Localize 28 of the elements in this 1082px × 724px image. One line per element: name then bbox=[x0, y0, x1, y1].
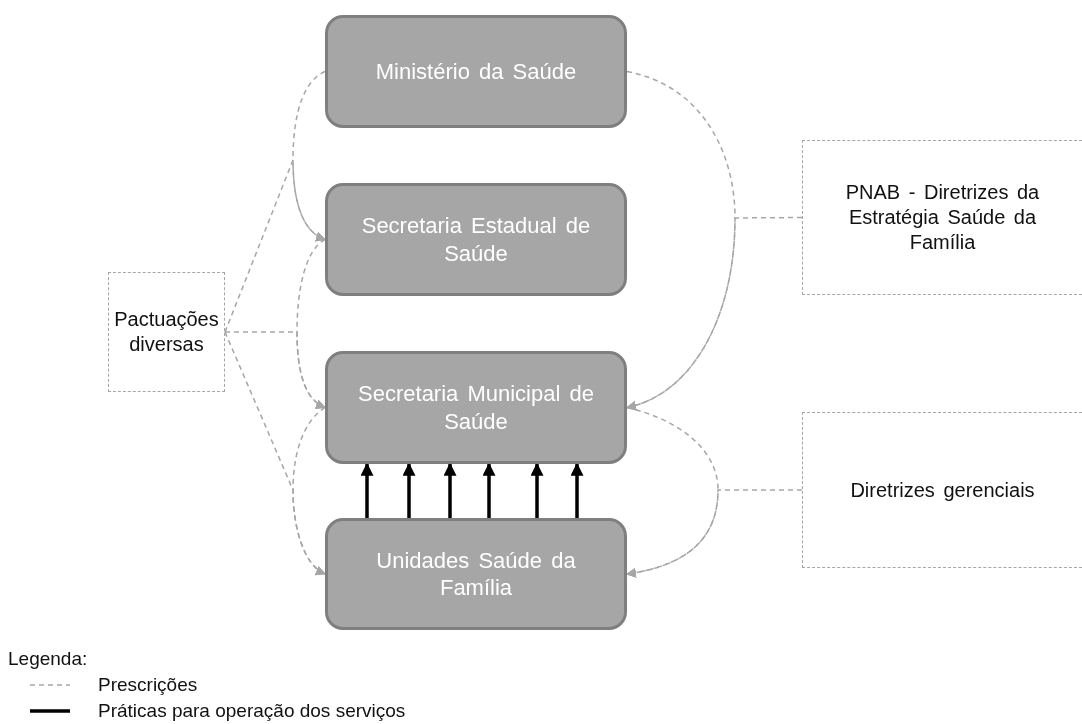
arrow bbox=[224, 331, 326, 409]
node-text: Diretrizes gerenciais bbox=[850, 477, 1035, 503]
organization-box bbox=[325, 183, 627, 296]
note-box bbox=[802, 412, 1082, 568]
node-text: PNAB - Diretrizes da Estratégia Saúde da Família bbox=[844, 180, 1041, 255]
arrow bbox=[443, 462, 457, 518]
node-text: Ministério da Saúde bbox=[375, 57, 577, 86]
node-text: Pactuações diversas bbox=[113, 307, 220, 357]
organization-box bbox=[325, 351, 627, 464]
arrow bbox=[530, 462, 544, 518]
arrow bbox=[402, 462, 416, 518]
node-text: Unidades Saúde da Família bbox=[375, 546, 577, 602]
node-text: Secretaria Municipal de Saúde bbox=[357, 380, 595, 435]
arrow bbox=[570, 462, 584, 518]
arrow bbox=[224, 159, 326, 333]
arrow bbox=[224, 331, 326, 575]
organization-box bbox=[325, 518, 627, 630]
arrow bbox=[626, 216, 803, 410]
legend-title: Legenda: bbox=[8, 648, 88, 670]
legend-text: Prescrições bbox=[98, 674, 198, 696]
arrow bbox=[360, 462, 374, 518]
node-text: Secretaria Estadual de Saúde bbox=[360, 212, 592, 267]
note-box bbox=[108, 272, 225, 392]
arrow bbox=[482, 462, 496, 518]
arrow bbox=[626, 489, 803, 578]
note-box bbox=[802, 140, 1082, 295]
organization-box bbox=[325, 15, 627, 128]
legend-text: Práticas para operação dos serviços bbox=[98, 700, 406, 722]
